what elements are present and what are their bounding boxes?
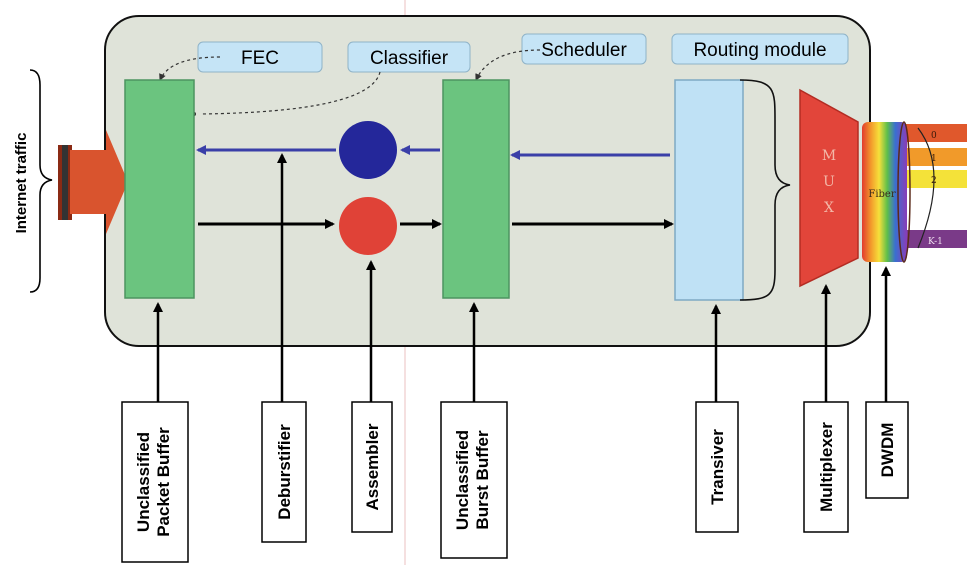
scheduler-control-line xyxy=(475,49,541,81)
label-dwdm: DWDM xyxy=(878,423,897,478)
routing-module-box xyxy=(671,33,849,65)
fiber-channel-bracket xyxy=(917,127,935,249)
transiver-block xyxy=(674,79,744,301)
classifier-control-line xyxy=(199,71,381,115)
fec-box xyxy=(197,41,323,73)
fiber-channels xyxy=(905,124,967,248)
assembler-circle xyxy=(339,197,397,255)
label-box-burst-buffer xyxy=(440,401,508,559)
fec-control-line xyxy=(159,56,221,81)
fiber-cylinder xyxy=(862,122,907,262)
internet-traffic-label: Internet traffic xyxy=(13,133,30,234)
label-deburstifier: Deburstifier xyxy=(275,424,294,520)
label-unclassified-burst-buffer-line2: Burst Buffer xyxy=(473,430,492,530)
label-box-packet-buffer xyxy=(121,401,189,563)
label-unclassified-packet-buffer-line1: Unclassified xyxy=(134,432,153,532)
transiver-brace xyxy=(739,79,791,301)
fiber-label: Fiber xyxy=(868,189,895,200)
scheduler-box xyxy=(521,33,647,65)
channel-label-k-1: K-1 xyxy=(928,237,943,247)
label-box-deburstifier xyxy=(261,401,307,543)
label-box-multiplexer xyxy=(803,401,849,533)
label-transiver: Transiver xyxy=(708,429,727,505)
deburstifier-circle xyxy=(339,121,397,179)
mux-letter-m: M xyxy=(822,148,836,164)
mux-letter-u: U xyxy=(823,174,835,190)
label-box-assembler xyxy=(351,401,393,533)
internet-traffic-arrow xyxy=(58,130,128,234)
channel-label-1: 1 xyxy=(931,154,937,164)
fec-label: FEC xyxy=(241,48,279,69)
label-unclassified-packet-buffer-line2: Packet Buffer xyxy=(154,427,173,537)
label-unclassified-burst-buffer-line1: Unclassified xyxy=(453,430,472,530)
label-multiplexer: Multiplexer xyxy=(817,422,836,512)
mux-block xyxy=(799,88,859,288)
fiber-end-ellipse xyxy=(897,121,911,263)
routing-module-label: Routing module xyxy=(693,40,826,61)
label-assembler: Assembler xyxy=(363,423,382,510)
label-box-transiver xyxy=(695,401,739,533)
mux-letter-x: X xyxy=(824,200,834,216)
label-box-dwdm xyxy=(865,401,909,499)
channel-label-0: 0 xyxy=(931,131,937,141)
unclassified-burst-buffer-block xyxy=(442,79,510,299)
classifier-label: Classifier xyxy=(370,48,449,69)
channel-label-2: 2 xyxy=(931,176,937,186)
scheduler-label: Scheduler xyxy=(541,40,627,61)
classifier-box xyxy=(347,41,471,73)
unclassified-packet-buffer-block xyxy=(124,79,195,299)
traffic-brace xyxy=(29,69,53,293)
